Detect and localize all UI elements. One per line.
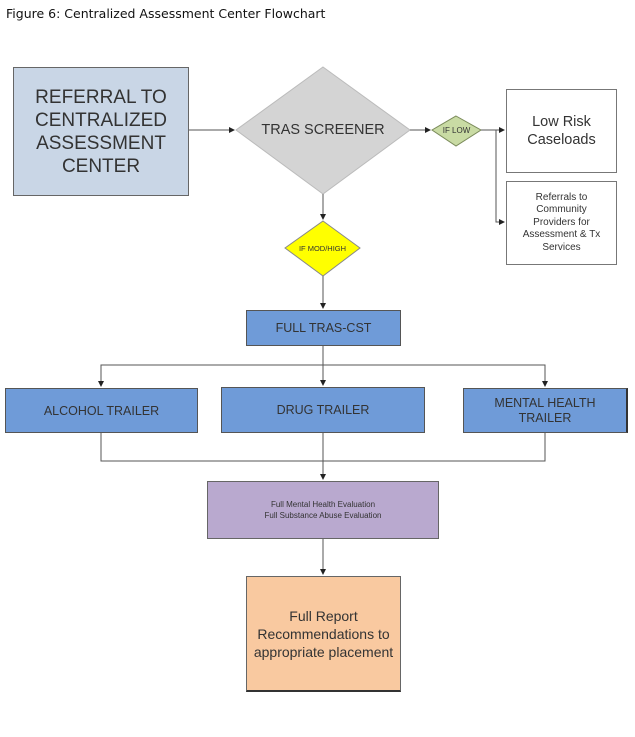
referral-label: REFERRAL TO CENTRALIZED ASSESSMENT CENTE…	[35, 86, 167, 177]
alcohol-trailer-label: ALCOHOL TRAILER	[43, 403, 160, 418]
full-tras-cst-label: FULL TRAS-CST	[275, 321, 372, 335]
if-low-label: IF LOW	[442, 125, 471, 135]
referrals-community-label: Referrals to Community Providers for Ass…	[522, 191, 601, 253]
low-risk-label: Low Risk Caseloads	[527, 114, 596, 148]
if-mod-high-label: IF MOD/HIGH	[298, 243, 347, 253]
low-risk-box: Low Risk Caseloads	[506, 89, 617, 173]
referral-box: REFERRAL TO CENTRALIZED ASSESSMENT CENTE…	[13, 67, 189, 196]
full-report-box: Full Report Recommendations to appropria…	[246, 576, 401, 692]
edge-iflow-referrals	[495, 130, 505, 225]
alcohol-trailer-box: ALCOHOL TRAILER	[5, 388, 198, 433]
full-evaluation-label: Full Mental Health Evaluation Full Subst…	[264, 500, 382, 520]
full-evaluation-box: Full Mental Health Evaluation Full Subst…	[207, 481, 439, 539]
mental-health-trailer-box: MENTAL HEALTH TRAILER	[463, 388, 628, 433]
drug-trailer-label: DRUG TRAILER	[276, 403, 370, 417]
edge-fulltras-alcohol	[98, 364, 323, 387]
full-report-label: Full Report Recommendations to appropria…	[253, 607, 394, 660]
if-low-diamond	[431, 115, 482, 147]
full-tras-cst-box: FULL TRAS-CST	[246, 310, 401, 346]
mental-health-trailer-label: MENTAL HEALTH TRAILER	[494, 395, 596, 425]
figure-caption: Figure 6: Centralized Assessment Center …	[6, 6, 326, 21]
referrals-community-box: Referrals to Community Providers for Ass…	[506, 181, 617, 265]
edge-fulltras-mental	[323, 364, 548, 387]
tras-screener-label: TRAS SCREENER	[261, 122, 385, 138]
drug-trailer-box: DRUG TRAILER	[221, 387, 425, 433]
